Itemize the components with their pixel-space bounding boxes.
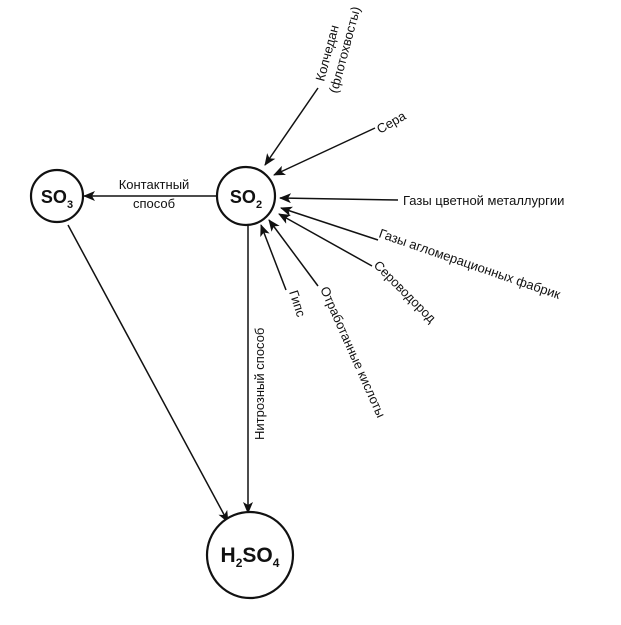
so3-label: SO3 [41,187,73,211]
source-sulfur-label: Сера [374,108,409,137]
edge-hydrogen-sulfide-to-so2 [278,213,373,267]
source-pyrite-label: Колчедан (флотохвосты) [312,5,363,95]
nitrous-process-label: Нитрозный способ [252,328,267,440]
edge-pyrite-to-so2 [264,87,319,166]
svg-text:способ: способ [133,196,175,211]
svg-text:Контактный: Контактный [119,177,190,192]
source-spent-acids-label: Отработанные кислоты [317,284,388,420]
edge-sulfur-to-so2 [273,127,376,176]
node-so2: SO2 [215,165,277,227]
source-hydrogen-sulfide-label: Сероводород [371,258,439,326]
edge-spent-acids-to-so2 [268,219,319,287]
h2so4-label: H2SO4 [221,544,280,570]
source-gypsum-label: Гипс [286,288,309,319]
so2-label: SO2 [230,187,262,211]
node-so3: SO3 [29,168,85,224]
contact-process-label: Контактный способ [119,177,190,211]
source-nonferrous-gases-label: Газы цветной металлургии [403,193,564,208]
edge-so3-to-h2so4 [67,224,229,523]
node-h2so4: H2SO4 [205,510,295,600]
edge-gypsum-to-so2 [260,224,287,291]
edge-sintering-gases-to-so2 [280,206,379,241]
edge-nonferrous-gases-to-so2 [279,193,399,204]
